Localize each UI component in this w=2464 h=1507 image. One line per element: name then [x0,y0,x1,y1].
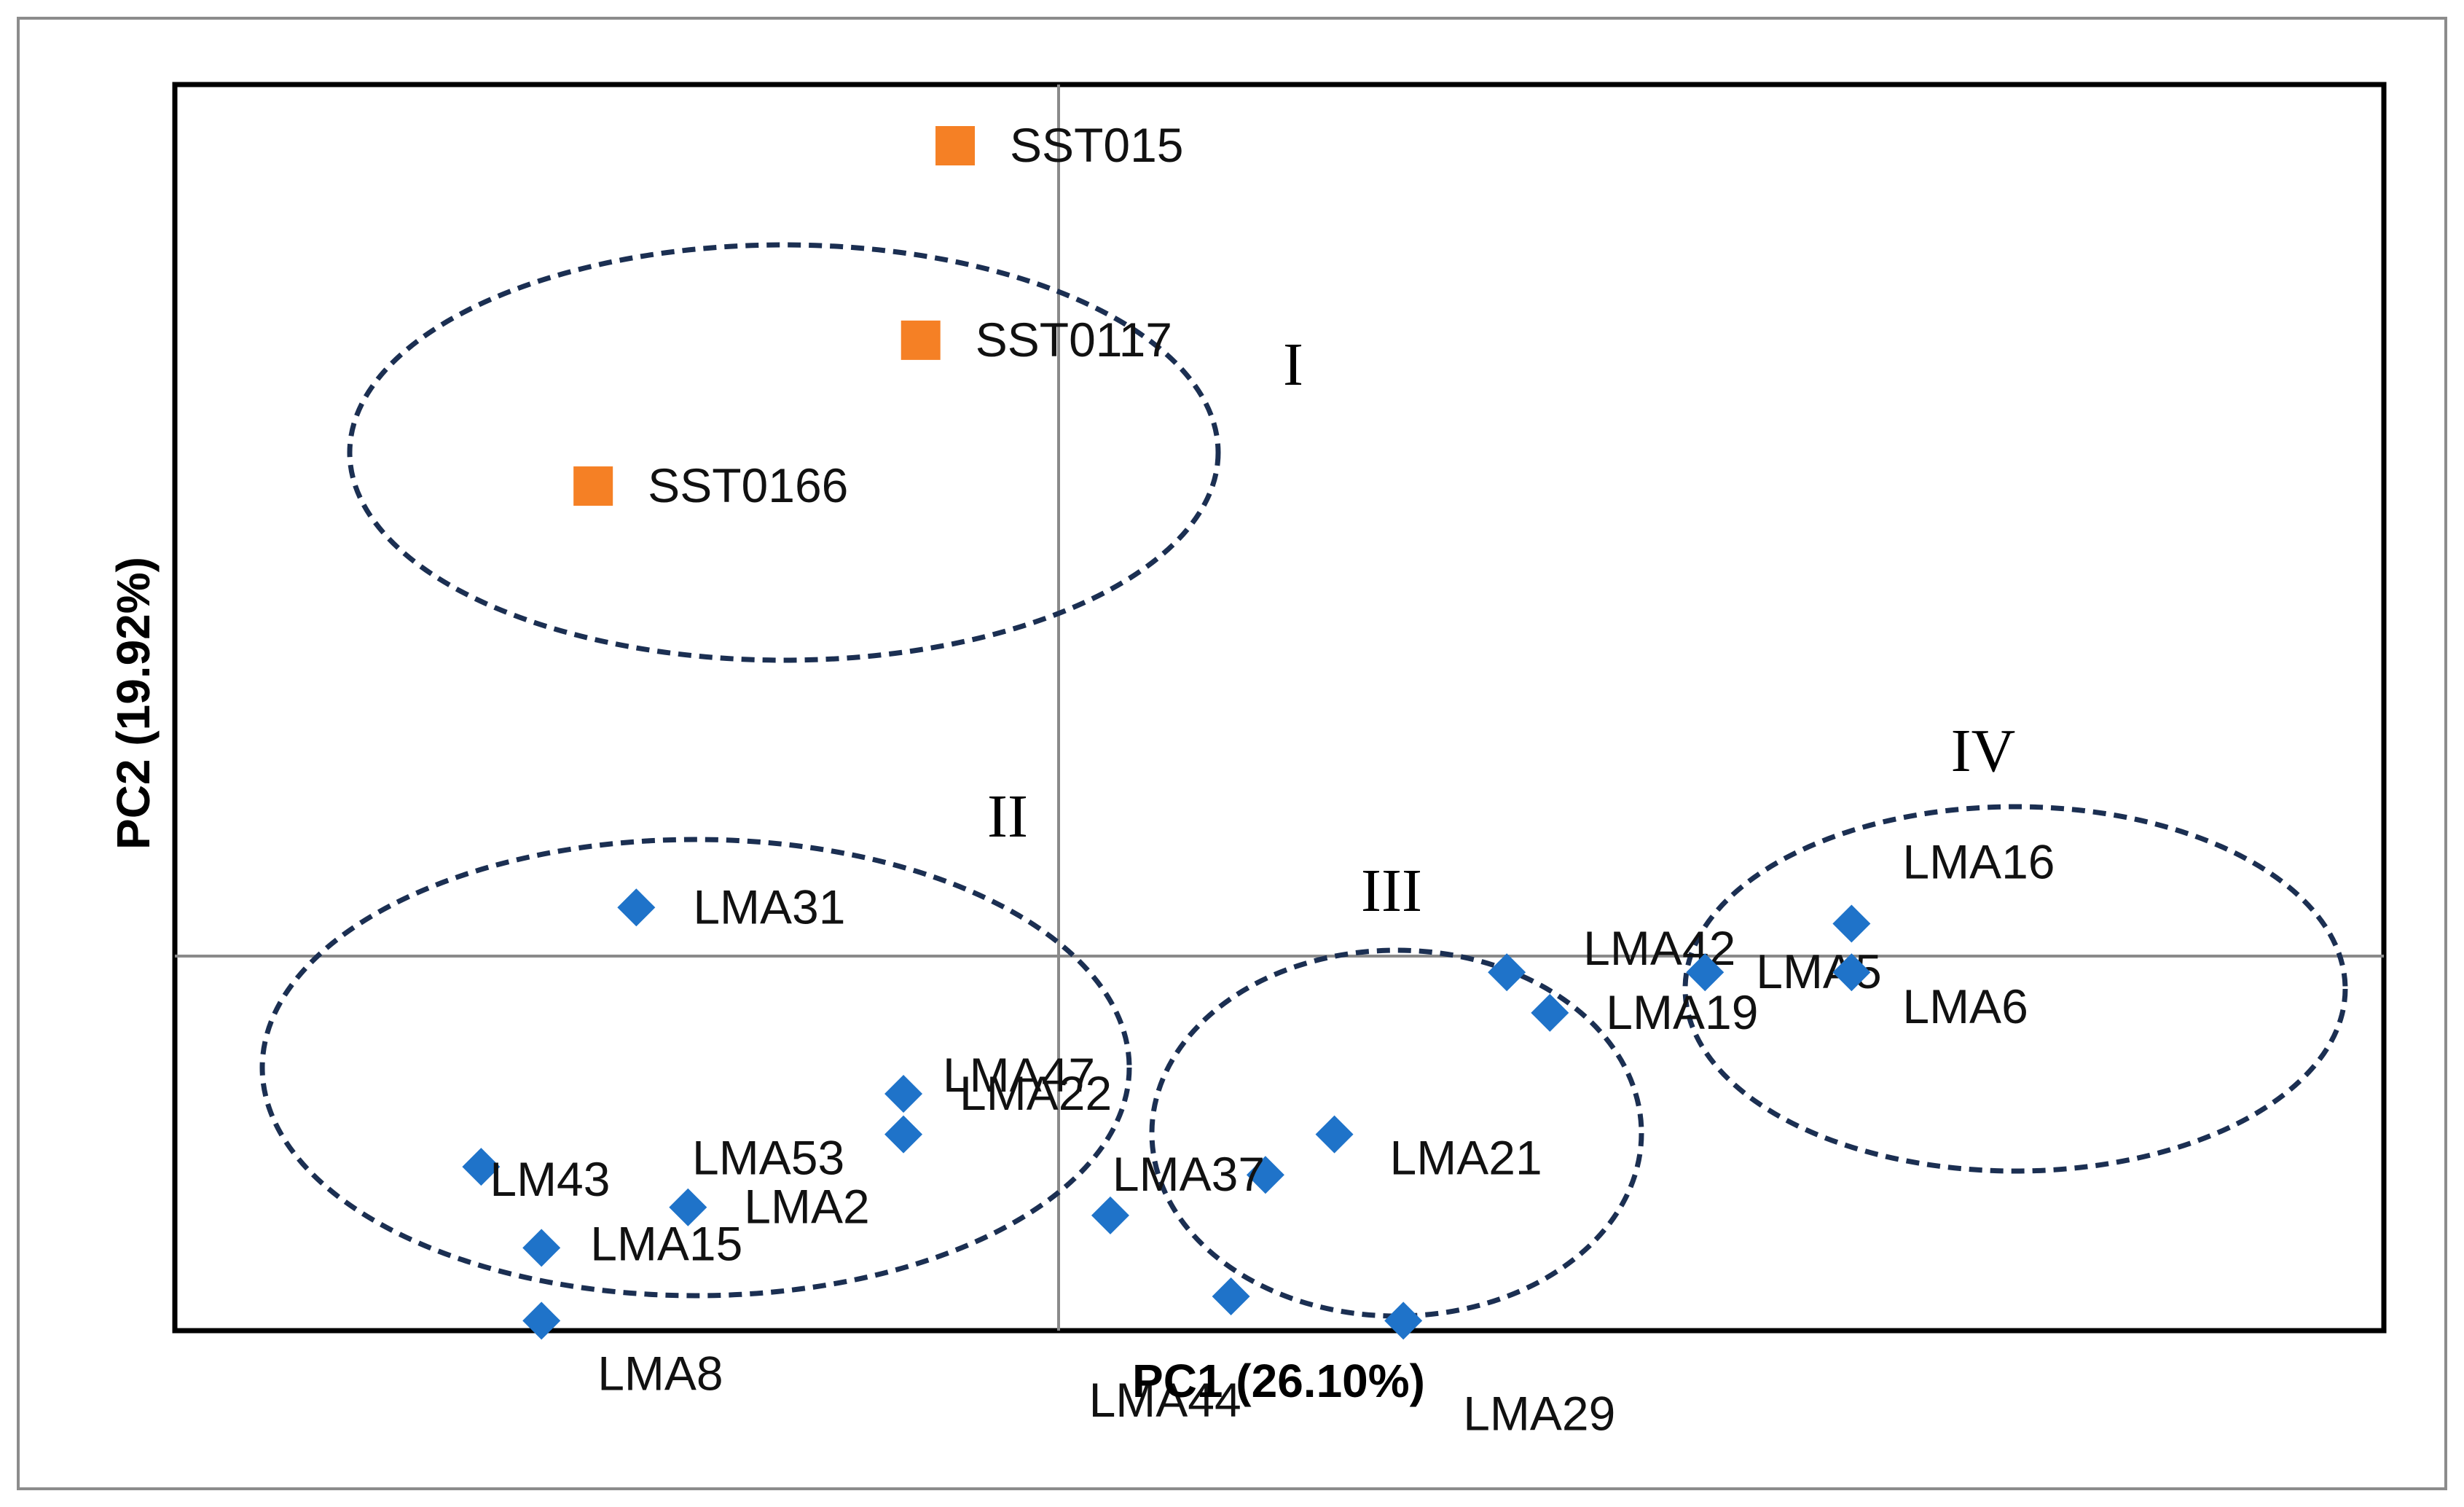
point-marker-lma31 [617,888,656,927]
point-marker-lma6 [1832,953,1871,992]
point-marker-lma19 [1531,993,1569,1032]
point-label-lma6: LMA6 [1902,979,2028,1033]
cluster-ellipse-i [347,242,1221,663]
group-label-iii: III [1361,857,1422,925]
point-label-lma29: LMA29 [1463,1386,1615,1440]
point-label-sst0117: SST0117 [976,313,1172,367]
cluster-ellipse-ii [259,837,1132,1299]
point-marker-lma21 [1315,1115,1354,1154]
point-label-lma31: LMA31 [693,880,845,933]
point-marker-sst0117 [901,320,941,360]
plot-area [172,82,2387,1334]
point-marker-lma53 [884,1115,923,1154]
point-marker-lma2 [669,1188,707,1226]
point-label-lma8: LMA8 [597,1346,723,1400]
point-label-lma15: LMA15 [590,1216,742,1270]
point-marker-lma42 [1488,953,1526,992]
point-marker-sst0166 [573,466,613,506]
point-marker-sst015 [935,126,976,165]
group-label-iv: IV [1951,717,2016,785]
point-marker-lma29 [1384,1302,1423,1340]
point-label-sst0166: SST0166 [648,458,848,512]
point-marker-lma15 [522,1229,561,1267]
point-label-lm43: LM43 [490,1152,610,1206]
point-label-lma16: LMA16 [1902,835,2055,889]
point-label-lma19: LMA19 [1606,985,1758,1039]
group-label-ii: II [987,783,1028,850]
point-marker-lma5 [1686,953,1725,992]
point-marker-lma37 [1246,1156,1284,1194]
point-label-lma37: LMA37 [1113,1147,1265,1201]
point-marker-lma44 [1212,1277,1250,1316]
point-marker-lm43 [462,1148,501,1186]
data-points: SST015SST0117SST0166LMA31LMA47LMA22LMA53… [462,118,2055,1440]
point-label-lma53: LMA53 [692,1131,844,1185]
y-axis-title: PC2 (19.92%) [107,557,160,850]
point-label-lma21: LMA21 [1390,1131,1542,1185]
point-label-lma2: LMA2 [744,1180,869,1234]
point-marker-lma16 [1832,904,1871,943]
point-label-sst015: SST015 [1010,118,1183,172]
cluster-ellipse-iii [1149,947,1644,1319]
x-axis-title: PC1 (26.10%) [1132,1355,1425,1407]
group-label-i: I [1283,331,1303,399]
point-marker-lma22 [884,1075,923,1113]
point-marker-lma47 [1091,1196,1129,1234]
point-marker-lma8 [522,1302,561,1340]
point-label-lma44: LMA44 [1089,1373,1241,1427]
point-label-lma22: LMA22 [960,1066,1112,1120]
cluster-ellipse-iv [1682,804,2348,1174]
point-label-lma47: LMA47 [943,1048,1095,1102]
